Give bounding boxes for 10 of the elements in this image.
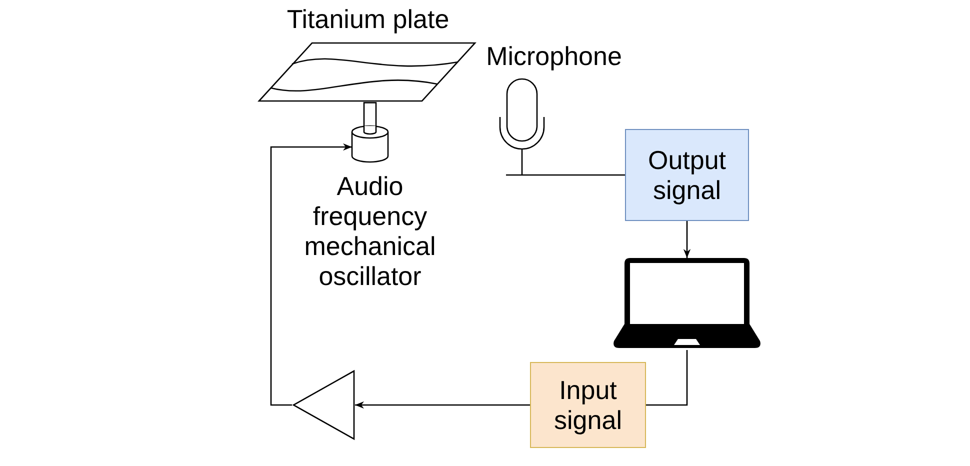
arrow	[683, 221, 691, 258]
process-box: Input signal	[530, 362, 646, 448]
connector-line	[546, 174, 625, 176]
part-label: Titanium plate	[286, 4, 450, 34]
arrow	[355, 401, 530, 409]
arrow	[270, 143, 352, 406]
connector-line	[646, 350, 688, 406]
part-label: Microphone	[486, 41, 622, 71]
part-label: Audio frequency mechanical oscillator	[303, 171, 437, 291]
process-box: Output signal	[625, 129, 749, 221]
